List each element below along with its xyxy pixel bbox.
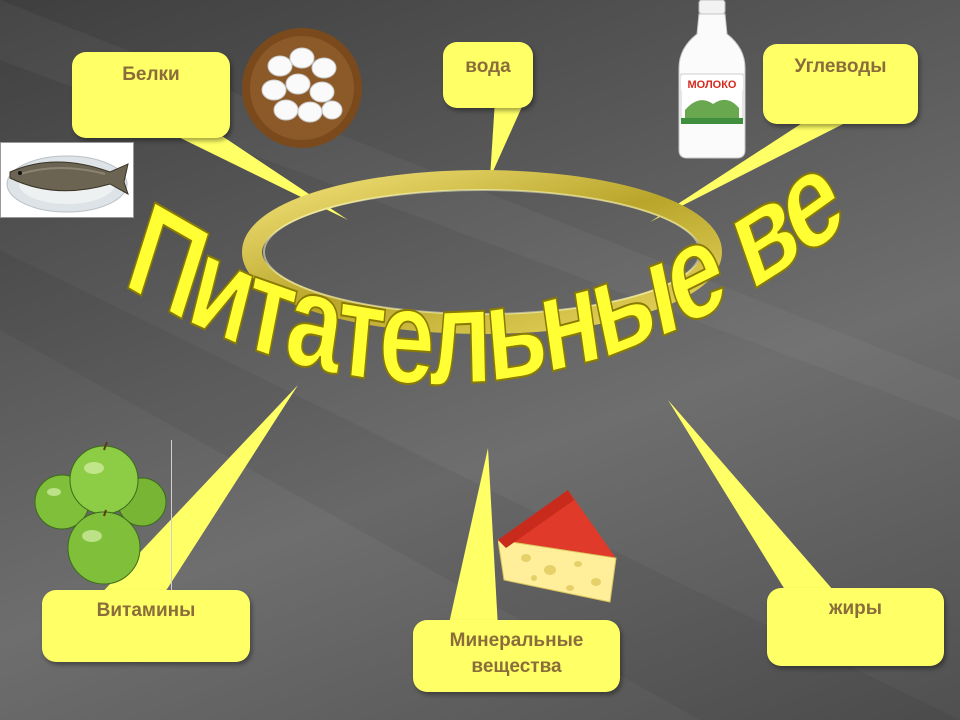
- callout-water: вода: [443, 42, 533, 108]
- fish-plate-icon: [0, 142, 134, 218]
- callout-minerals: Минеральные вещества: [413, 620, 620, 692]
- callout-proteins: Белки: [72, 52, 230, 138]
- callout-proteins-label: Белки: [122, 64, 180, 85]
- eggs-bowl-icon: [242, 28, 362, 148]
- milk-bottle-label: МОЛОКО: [688, 79, 737, 91]
- cheese-wedge-icon: [498, 490, 617, 603]
- callout-carbs: Углеводы: [763, 44, 918, 124]
- callout-vitamins: Витамины: [42, 590, 250, 662]
- callout-carbs-label: Углеводы: [794, 56, 887, 77]
- callout-water-label: вода: [465, 56, 511, 77]
- callout-fats: жиры: [767, 588, 944, 666]
- green-apples-icon: [34, 440, 172, 590]
- callout-vitamins-label: Витамины: [96, 600, 196, 621]
- callout-fats-label: жиры: [829, 598, 882, 619]
- callout-minerals-label-2: вещества: [471, 655, 562, 677]
- callout-minerals-label-1: Минеральные: [449, 630, 584, 651]
- milk-bottle-icon: МОЛОКО: [678, 0, 746, 159]
